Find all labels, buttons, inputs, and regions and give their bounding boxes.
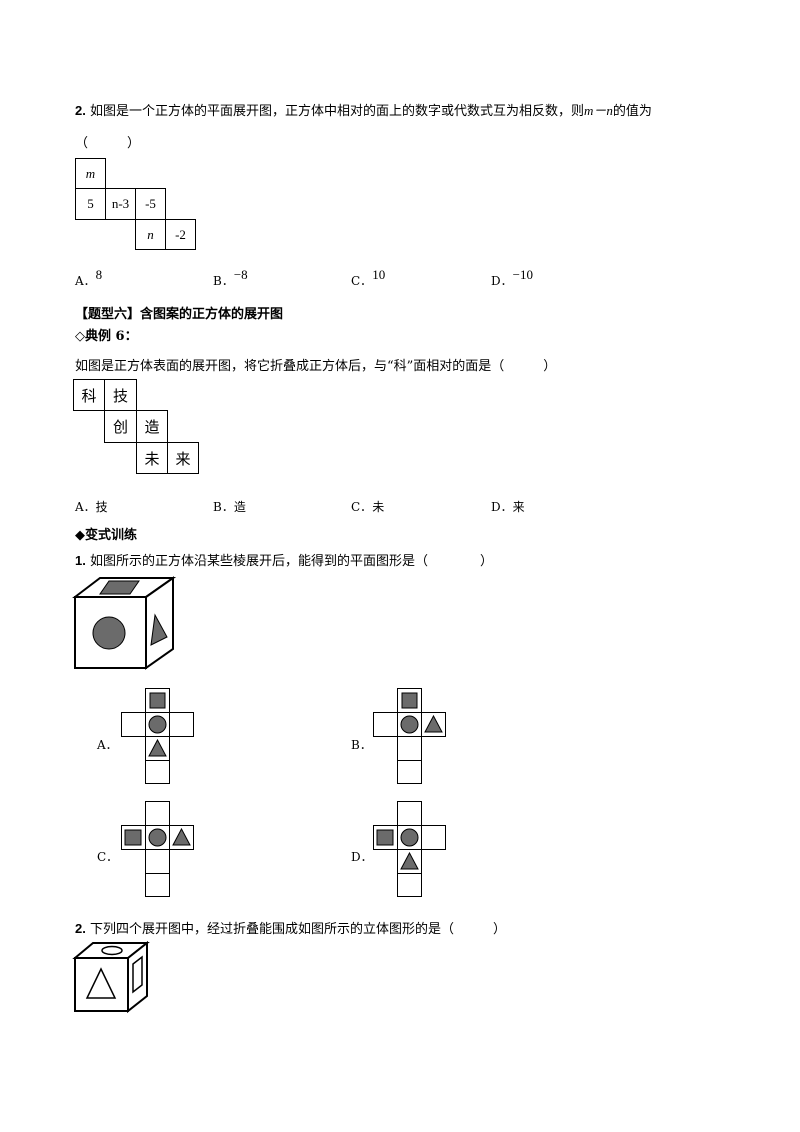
net-cell-chuang: 创 [104,410,137,443]
variant-q1-stem: 1. 如图所示的正方体沿某些棱展开后，能得到的平面图形是（ ） [75,550,493,569]
q2-option-a[interactable]: A．8 [75,267,102,289]
q2-text-after: 的值为 [612,104,652,119]
square-icon [124,829,142,846]
q2-option-d[interactable]: D．−10 [491,267,533,289]
circle-icon [400,828,419,847]
net-cell-neg2: -2 [165,219,196,250]
circle-icon [148,715,167,734]
circle-icon [92,616,126,650]
option-value: 未 [372,500,385,514]
example6-option-c[interactable]: C．未 [351,498,384,515]
example6-option-b[interactable]: B．造 [213,498,246,515]
oval-icon [101,945,123,956]
net-square [397,760,422,784]
net-square [145,760,170,784]
net-square [373,712,398,737]
triangle-icon [400,851,419,870]
q2-text-before: 如图是一个正方体的平面展开图，正方体中相对的面上的数字或代数式互为相反数，则 [89,104,584,119]
net-square [121,712,146,737]
option-label: A． [75,274,96,288]
variant-q1-option-a-net[interactable] [121,688,194,784]
example6-option-d[interactable]: D．来 [491,498,525,515]
section6-title: 【题型六】含图案的正方体的展开图 [75,307,284,322]
net-cell-zao: 造 [136,410,168,443]
net-square [145,801,170,826]
triangle-icon [150,613,168,646]
circle-icon [400,715,419,734]
variant-q1-option-c-net[interactable] [121,801,194,897]
variant-q1-option-d-net[interactable] [373,801,446,897]
variant-q1-option-c-label[interactable]: C． [97,850,119,864]
q2-option-c[interactable]: C．10 [351,267,385,289]
net-cell-5: 5 [75,188,106,220]
square-icon [401,692,418,709]
variant-q1-text: 如图所示的正方体沿某些棱展开后，能得到的平面图形是（ ） [89,554,493,569]
net-cell-n-3: n-3 [105,188,136,220]
variant-q2-stem: 2. 下列四个展开图中，经过折叠能围成如图所示的立体图形的是（ ） [75,918,506,937]
option-value: 10 [372,267,386,282]
option-value: −8 [233,267,248,282]
option-label: B． [213,274,234,288]
example6-label: ◇典例 6： [75,329,138,344]
option-value: 技 [95,500,108,514]
square-icon [376,829,394,846]
net-square [169,712,194,737]
rectangle-outline-icon [132,955,143,994]
triangle-outline-icon [85,967,117,999]
net-square [397,801,422,826]
net-square [421,825,446,850]
example6-question: 如图是正方体表面的展开图，将它折叠成正方体后，与“科”面相对的面是（ ） [75,359,557,374]
option-label: C． [351,274,373,288]
net-cell-ji: 技 [104,379,137,411]
square-icon [99,580,140,595]
net-cell-wei: 未 [136,442,168,474]
q2-expr: m－n [584,103,613,118]
option-label: D． [491,500,513,514]
net-cell-neg5: -5 [135,188,166,220]
option-label: C． [351,500,373,514]
net-cell-n: n [135,219,166,250]
net-cell-m: m [75,158,106,189]
option-label: A． [75,500,96,514]
q2-option-b[interactable]: B．−8 [213,267,248,289]
net-square [145,873,170,897]
cube-figure-1 [72,576,177,670]
option-value: 8 [95,267,103,282]
square-icon [149,692,166,709]
net-square [397,873,422,897]
triangle-icon [424,714,443,733]
net-square [397,736,422,761]
variant-q2-number: 2. [75,921,86,936]
cube-front-face [74,957,129,1012]
variant-q1-option-a-label[interactable]: A． [97,738,118,752]
option-value: −10 [512,267,533,282]
option-value: 造 [233,500,246,514]
variant-q1-option-b-net[interactable] [373,688,446,784]
q2-paren: （ ） [75,136,141,151]
option-label: D． [491,274,513,288]
cube-figure-2 [72,940,150,1014]
option-label: B． [213,500,234,514]
net-square [145,849,170,874]
variant-q1-option-b-label[interactable]: B． [351,738,372,752]
variant-q1-number: 1. [75,553,86,568]
triangle-icon [172,827,191,846]
variant-q1-option-d-label[interactable]: D． [351,850,373,864]
q2-number: 2. [75,103,86,118]
circle-icon [148,828,167,847]
option-value: 来 [512,500,525,514]
variant-q2-text: 下列四个展开图中，经过折叠能围成如图所示的立体图形的是（ ） [89,922,506,937]
net-cell-ke: 科 [73,379,105,411]
example6-option-a[interactable]: A．技 [75,498,108,515]
variant-title: ◆变式训练 [75,528,137,543]
net-cell-lai: 来 [167,442,199,474]
q2-stem: 2. 如图是一个正方体的平面展开图，正方体中相对的面上的数字或代数式互为相反数，… [75,100,652,119]
triangle-icon [148,738,167,757]
